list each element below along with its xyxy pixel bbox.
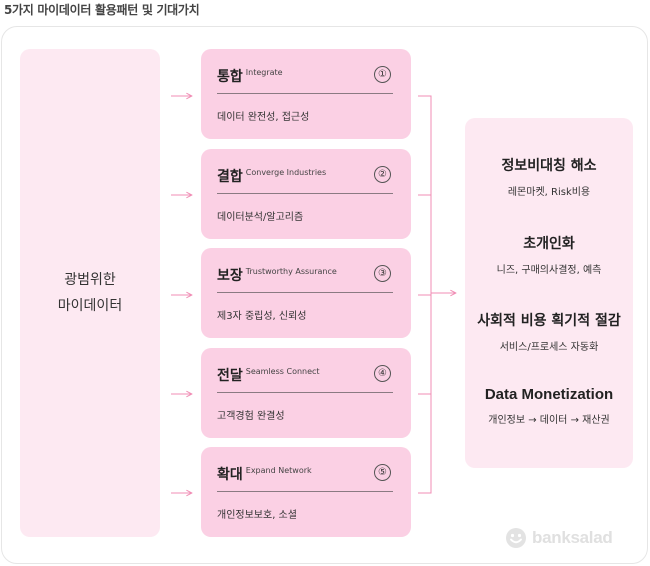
bracket-connector	[418, 95, 432, 494]
source-label-line1: 광범위한	[64, 272, 116, 288]
pattern-description: 데이터 완전성, 접근성	[217, 112, 310, 123]
pattern-number: ④	[374, 365, 391, 382]
pattern-card-converge: 결합 Converge Industries ② 데이터분석/알고리즘	[201, 149, 411, 239]
pattern-number: ①	[374, 66, 391, 83]
pattern-description: 개인정보보호, 소셜	[217, 510, 297, 521]
pattern-title: 전달	[217, 368, 243, 384]
diagram-title: 5가지 마이데이터 활용패턴 및 기대가치	[4, 3, 200, 17]
value-subtitle: 개인정보 → 데이터 → 재산권	[488, 415, 610, 426]
value-subtitle: 서비스/프로세스 자동화	[499, 342, 599, 353]
pattern-subtitle: Integrate	[245, 68, 283, 77]
pattern-title: 보장	[217, 268, 243, 284]
divider	[217, 93, 393, 94]
value-title: 정보비대칭 해소	[501, 158, 597, 174]
value-item-hyper-personalization: 초개인화 니즈, 구매의사결정, 예측	[465, 233, 633, 276]
banksalad-logo: banksalad	[505, 527, 613, 549]
divider	[217, 491, 393, 492]
pattern-description: 제3자 중립성, 신뢰성	[217, 311, 307, 322]
value-subtitle: 레몬마켓, Risk비용	[507, 187, 591, 198]
pattern-title: 확대	[217, 467, 243, 483]
pattern-description: 고객경험 완결성	[217, 411, 285, 422]
pattern-number: ⑤	[374, 464, 391, 481]
pattern-card-connect: 전달 Seamless Connect ④ 고객경험 완결성	[201, 348, 411, 438]
pattern-subtitle: Trustworthy Assurance	[245, 267, 337, 276]
expected-value-panel: 정보비대칭 해소 레몬마켓, Risk비용 초개인화 니즈, 구매의사결정, 예…	[465, 118, 633, 468]
source-label-line2: 마이데이터	[57, 298, 123, 314]
pattern-card-assurance: 보장 Trustworthy Assurance ③ 제3자 중립성, 신뢰성	[201, 248, 411, 338]
pattern-title: 결합	[217, 169, 243, 185]
value-subtitle: 니즈, 구매의사결정, 예측	[496, 265, 602, 276]
value-title: Data Monetization	[484, 386, 614, 403]
banksalad-smile-icon	[506, 528, 526, 548]
divider	[217, 292, 393, 293]
source-box: 광범위한 마이데이터	[20, 49, 160, 537]
pattern-title: 통합	[217, 69, 243, 85]
pattern-card-integrate: 통합 Integrate ① 데이터 완전성, 접근성	[201, 49, 411, 139]
pattern-card-expand: 확대 Expand Network ⑤ 개인정보보호, 소셜	[201, 447, 411, 537]
pattern-number: ②	[374, 166, 391, 183]
value-item-asymmetry: 정보비대칭 해소 레몬마켓, Risk비용	[465, 155, 633, 198]
pattern-description: 데이터분석/알고리즘	[217, 212, 304, 223]
pattern-subtitle: Expand Network	[245, 466, 312, 475]
value-title: 사회적 비용 획기적 절감	[477, 313, 621, 329]
pattern-subtitle: Converge Industries	[245, 168, 327, 177]
pattern-subtitle: Seamless Connect	[245, 367, 320, 376]
divider	[217, 392, 393, 393]
value-item-monetization: Data Monetization 개인정보 → 데이터 → 재산권	[465, 386, 633, 426]
value-item-social-cost: 사회적 비용 획기적 절감 서비스/프로세스 자동화	[465, 310, 633, 353]
divider	[217, 193, 393, 194]
pattern-number: ③	[374, 265, 391, 282]
logo-wordmark: banksalad	[532, 528, 613, 547]
value-title: 초개인화	[523, 236, 575, 252]
